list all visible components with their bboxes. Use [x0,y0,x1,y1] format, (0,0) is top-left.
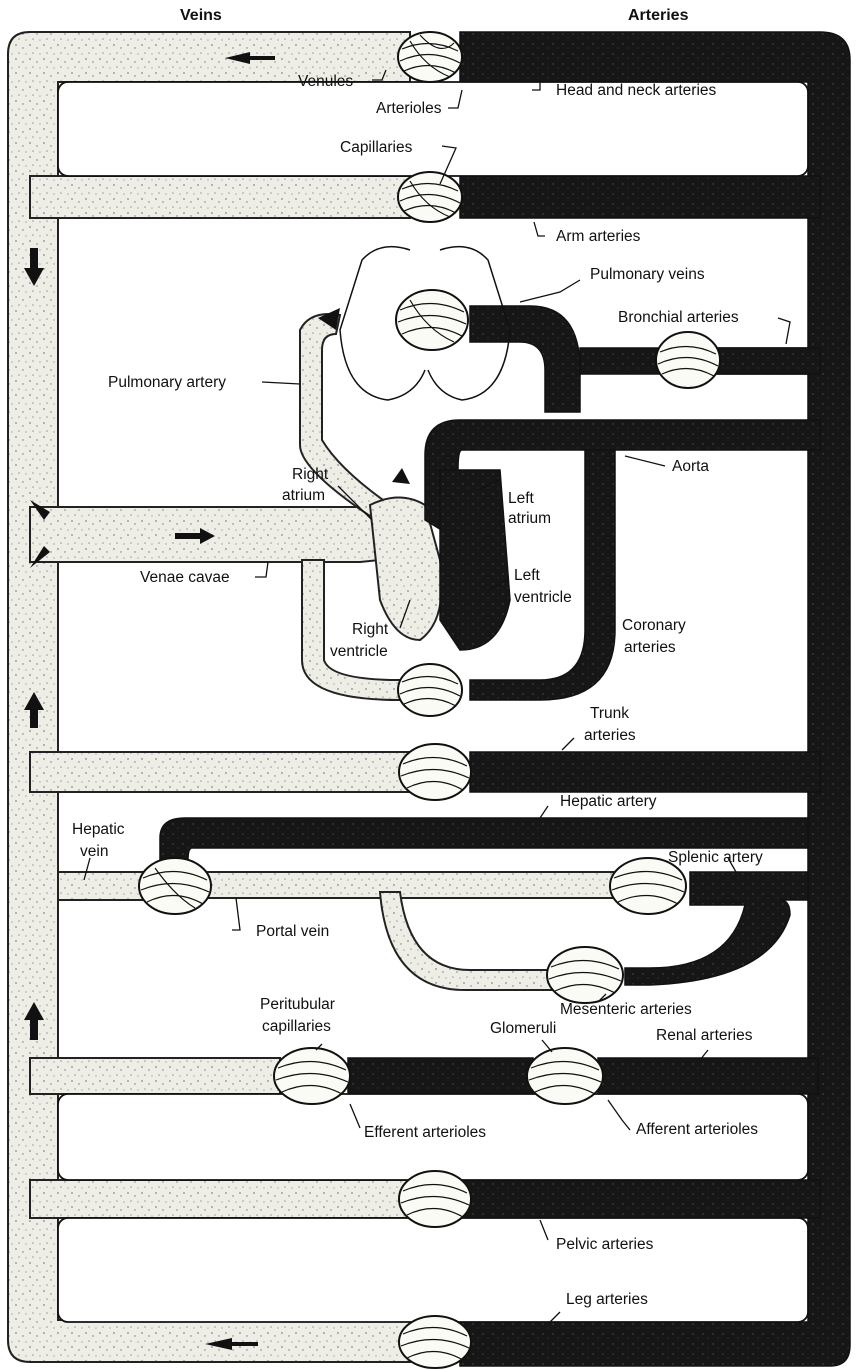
arm-vein [30,176,410,218]
capillary-bed-leg [399,1316,471,1368]
arrow-heart-icon [392,468,410,484]
leader-venae-cavae [255,562,268,577]
capillary-bed-trunk [399,744,471,800]
label-pelvic-arteries: Pelvic arteries [556,1236,654,1253]
label-left-atrium-2: atrium [508,510,551,527]
lower-compartment [58,1218,808,1322]
leader-trunk [562,738,574,750]
renal-artery [598,1058,818,1094]
label-peritubular-2: capillaries [262,1018,331,1035]
leader-bronchial [778,318,790,344]
arm-artery [460,176,820,218]
label-coronary-2: arteries [624,639,676,656]
leader-portal [232,898,240,930]
capillary-bed-arm [398,172,462,222]
label-efferent-arterioles: Efferent arterioles [364,1124,486,1141]
label-left-atrium-1: Left [508,490,535,507]
label-peritubular-1: Peritubular [260,996,335,1013]
leader-pulmonary-artery [262,382,300,384]
label-splenic-artery: Splenic artery [668,849,763,866]
label-right-ventricle-2: ventricle [330,643,388,660]
capillary-bed-glomerulus [527,1048,603,1104]
label-left-ventricle-2: ventricle [514,589,572,606]
label-left-ventricle-1: Left [514,567,541,584]
label-arterioles: Arterioles [376,100,442,117]
leader-pulmonary-veins [520,280,580,302]
label-hepatic-vein-2: vein [80,843,108,860]
label-aorta: Aorta [672,458,709,475]
hepatic-vein [58,872,150,900]
label-right-ventricle-1: Right [352,621,389,638]
leader-aorta [625,456,665,466]
capillary-bed-coronary [398,664,462,716]
capillary-bed-head [398,32,462,82]
leader-hepatic-artery [540,806,548,818]
label-venules: Venules [298,73,353,90]
pelvic-vein [30,1180,410,1218]
label-arm-arteries: Arm arteries [556,228,641,245]
left-heart [440,470,510,650]
label-head-neck-arteries: Head and neck arteries [556,82,717,99]
label-afferent-arterioles: Afferent arterioles [636,1121,758,1138]
label-mesenteric-arteries: Mesenteric arteries [560,1001,692,1018]
arteries-header: Arteries [628,7,689,24]
veins-header: Veins [180,7,222,24]
label-right-atrium-1: Right [292,466,329,483]
pulmonary-veins-vessel [470,306,580,412]
renal-vein [30,1058,280,1094]
label-pulmonary-veins: Pulmonary veins [590,266,705,283]
leader-arm [534,222,545,236]
capillary-bed-pelvic [399,1171,471,1227]
trunk-vein [30,752,410,792]
label-trunk-1: Trunk [590,705,629,722]
mesenteric-vein [380,892,555,990]
label-hepatic-vein-1: Hepatic [72,821,125,838]
label-glomeruli: Glomeruli [490,1020,556,1037]
label-capillaries: Capillaries [340,139,413,156]
label-leg-arteries: Leg arteries [566,1291,648,1308]
efferent-arteriole [348,1058,533,1094]
label-coronary-1: Coronary [622,617,686,634]
label-pulmonary-artery: Pulmonary artery [108,374,226,391]
label-bronchial-arteries: Bronchial arteries [618,309,739,326]
capillary-bed-mesentery [547,947,623,1003]
portal-vein [205,872,615,898]
label-hepatic-artery: Hepatic artery [560,793,657,810]
label-renal-arteries: Renal arteries [656,1027,753,1044]
capillary-bed-lung [396,290,468,350]
label-trunk-2: arteries [584,727,636,744]
bronchial-artery-2 [710,348,820,374]
label-portal-vein: Portal vein [256,923,329,940]
capillary-bed-bronchial [656,332,720,388]
pelvic-artery [460,1180,820,1218]
capillary-bed-liver [139,858,211,914]
label-venae-cavae: Venae cavae [140,569,230,586]
capillary-bed-spleen [610,858,686,914]
trunk-artery [470,752,820,792]
capillary-bed-peritubular [274,1048,350,1104]
label-right-atrium-2: atrium [282,487,325,504]
